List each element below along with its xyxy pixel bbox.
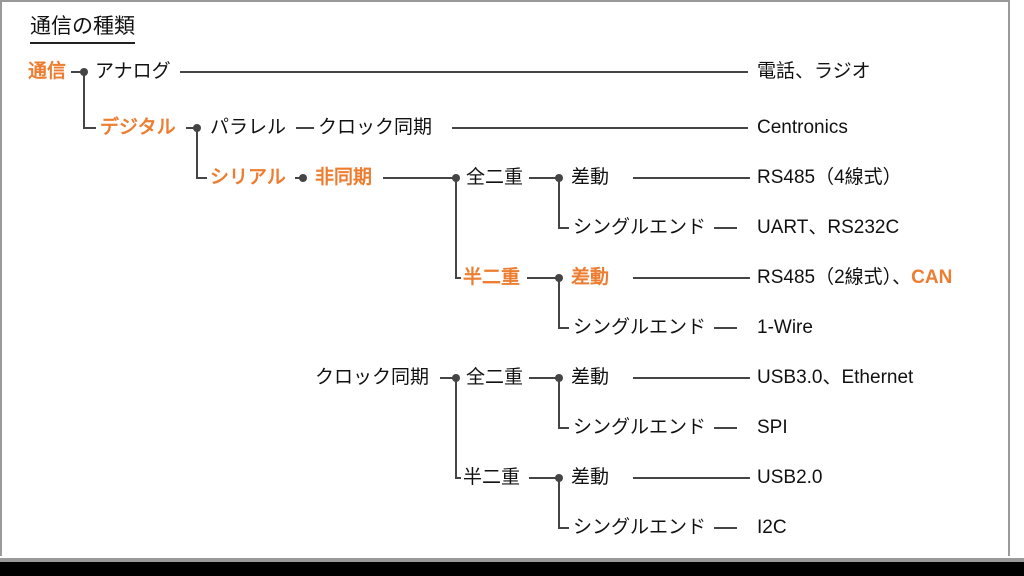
connector-line	[633, 377, 750, 379]
result-1wire: 1-Wire	[757, 317, 813, 338]
slide-bottom-border	[0, 558, 1024, 562]
node-async-half-duplex: 半二重	[463, 267, 521, 288]
node-analog: アナログ	[95, 61, 171, 82]
node-clock-full-differential: 差動	[571, 367, 610, 388]
node-async-full-duplex: 全二重	[466, 167, 524, 188]
corner-line	[196, 177, 207, 179]
page-title: 通信の種類	[30, 10, 135, 44]
connector-line	[633, 177, 750, 179]
result-rs485-4wire: RS485（4線式）	[757, 167, 902, 188]
branch-dot	[299, 174, 307, 182]
result-spi: SPI	[757, 417, 788, 438]
node-communication: 通信	[28, 61, 67, 82]
connector-line	[383, 177, 456, 179]
connector-line	[633, 277, 750, 279]
connector-dash	[714, 527, 737, 529]
branch-vertical-line	[558, 378, 560, 429]
corner-line	[558, 227, 569, 229]
connector-line	[180, 71, 748, 73]
result-usb3-ethernet: USB3.0、Ethernet	[757, 367, 914, 388]
result-usb2: USB2.0	[757, 467, 823, 488]
result-rs485-2wire-can: RS485（2線式）、CAN	[757, 265, 952, 291]
connector-line	[71, 71, 84, 73]
result-uart-rs232c: UART、RS232C	[757, 217, 900, 238]
branch-vertical-line	[558, 478, 560, 529]
node-clock-full-single-ended: シングルエンド	[573, 417, 707, 438]
node-async: 非同期	[315, 167, 373, 188]
connector-dash	[714, 227, 737, 229]
branch-vertical-line	[558, 178, 560, 229]
node-parallel-clock-sync: クロック同期	[318, 117, 433, 138]
corner-line	[558, 527, 569, 529]
connector-line	[440, 377, 456, 379]
connector-dash	[714, 427, 737, 429]
connector-dash	[714, 327, 737, 329]
node-clock-full-duplex: 全二重	[466, 367, 524, 388]
node-parallel: パラレル	[210, 117, 287, 138]
result-can-accent: CAN	[911, 267, 953, 288]
branch-vertical-line	[455, 178, 457, 279]
branch-vertical-line	[558, 278, 560, 329]
branch-vertical-line	[196, 128, 198, 179]
node-serial-clock-sync: クロック同期	[315, 367, 430, 388]
branch-vertical-line	[83, 72, 85, 129]
result-centronics: Centronics	[757, 117, 848, 138]
corner-line	[455, 477, 461, 479]
corner-line	[558, 327, 569, 329]
node-clock-half-single-ended: シングルエンド	[573, 517, 707, 538]
slide-frame	[0, 0, 1010, 556]
result-phone-radio: 電話、ラジオ	[757, 61, 871, 82]
bottom-letterbox-bar	[0, 562, 1024, 576]
node-async-full-differential: 差動	[571, 167, 610, 188]
result-rs485-2wire: RS485（2線式）、	[757, 267, 912, 288]
connector-dash	[296, 127, 314, 129]
node-async-half-differential: 差動	[571, 267, 610, 288]
connector-line	[527, 277, 559, 279]
connector-line	[452, 127, 748, 129]
connector-line	[529, 177, 559, 179]
node-async-full-single-ended: シングルエンド	[573, 217, 707, 238]
connector-line	[633, 477, 750, 479]
node-async-half-single-ended: シングルエンド	[573, 317, 707, 338]
node-serial: シリアル	[210, 167, 286, 188]
connector-line	[529, 477, 559, 479]
connector-line	[529, 377, 559, 379]
result-i2c: I2C	[757, 517, 787, 538]
branch-vertical-line	[455, 378, 457, 479]
node-digital: デジタル	[100, 117, 176, 138]
corner-line	[558, 427, 569, 429]
node-clock-half-differential: 差動	[571, 467, 610, 488]
corner-line	[83, 127, 96, 129]
connector-line	[186, 127, 197, 129]
corner-line	[455, 277, 461, 279]
node-clock-half-duplex: 半二重	[463, 467, 521, 488]
